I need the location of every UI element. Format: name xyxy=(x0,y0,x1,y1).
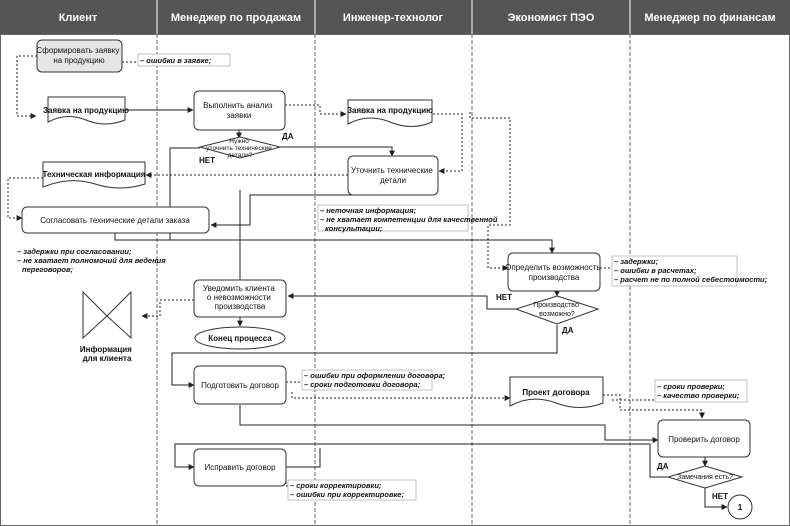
flow-arrow xyxy=(280,146,395,157)
clarify-label: Уточнить технические детали xyxy=(351,166,435,185)
lanes-header xyxy=(0,0,790,34)
flow-arrow xyxy=(141,299,194,319)
note-agree-risks: – задержки при согласовании; – не хватае… xyxy=(17,247,168,274)
request-doc-1-label: Заявка на продукцию xyxy=(43,106,129,115)
end-process-terminator xyxy=(194,326,286,350)
flow-arrow xyxy=(291,392,511,401)
flow-arrow xyxy=(16,55,37,119)
label-yes-1: ДА xyxy=(282,132,294,141)
tech-info-label: Техническая информация xyxy=(43,170,146,179)
check-label: Проверить договор xyxy=(668,435,740,444)
flow-arrow xyxy=(603,394,705,419)
note-fix-risks: – сроки корректировки; – ошибки при корр… xyxy=(290,481,404,499)
note-prepare-risks: – ошибки при оформлении договора; – срок… xyxy=(304,371,447,389)
prepare-label: Подготовить договор xyxy=(201,381,279,390)
remarks-decision xyxy=(666,465,744,489)
lane-title-client: Клиент xyxy=(59,12,98,24)
page-connector-label: 1 xyxy=(738,503,743,512)
label-yes-2: ДА xyxy=(562,326,574,335)
request-doc-2 xyxy=(347,99,433,127)
determine-box xyxy=(507,252,601,292)
need-clarify-decision xyxy=(198,136,282,159)
form-request-box xyxy=(36,39,123,73)
note-connector xyxy=(285,478,288,487)
lane-title-engineer: Инженер-технолог xyxy=(343,12,444,24)
analyze-label: Выполнить анализ заявки xyxy=(203,101,275,120)
note-check-risks: – сроки проверки; – качество проверки; xyxy=(657,382,740,400)
note-errors-request: – ошибки в заявке; xyxy=(140,56,212,65)
client-info-label: Информация для клиента xyxy=(80,345,134,363)
page-connector xyxy=(727,494,753,520)
flow-arrow xyxy=(171,325,558,388)
label-no-2: НЕТ xyxy=(496,293,512,302)
flow-arrow xyxy=(210,194,392,228)
flow-arrow xyxy=(174,443,668,478)
flow-arrow xyxy=(285,104,347,117)
determine-label: Определить возможность производства xyxy=(505,263,603,282)
check-box xyxy=(657,419,751,458)
label-yes-3: ДА xyxy=(657,462,669,471)
request-doc-1 xyxy=(47,96,126,125)
label-no-3: НЕТ xyxy=(712,492,728,501)
flow-arrow xyxy=(114,233,555,254)
remarks-label: Замечания есть? xyxy=(677,474,733,481)
lane-title-finance: Менеджер по финансам xyxy=(644,12,775,24)
possible-decision xyxy=(514,295,600,325)
flow-arrow xyxy=(286,448,321,468)
fix-label: Исправить договор xyxy=(204,463,276,472)
lane-title-economist: Экономист ПЭО xyxy=(508,12,595,24)
analyze-box xyxy=(193,90,286,131)
notify-label: Уведомить клиента о невозможности произв… xyxy=(203,284,277,311)
notify-box xyxy=(193,279,287,318)
flow-arrow xyxy=(7,177,43,221)
possible-label: Производство возможно? xyxy=(533,302,581,318)
flow-arrow xyxy=(287,293,516,310)
form-request-label: Сформировать заявку на продукцию xyxy=(36,46,121,65)
prepare-box xyxy=(193,365,287,405)
flow-arrow xyxy=(433,113,463,174)
flow-arrow xyxy=(704,487,728,510)
fix-box xyxy=(193,448,287,487)
draft-doc xyxy=(509,376,604,408)
end-process-label: Конец процесса xyxy=(208,334,272,343)
flow-arrow xyxy=(469,112,511,271)
client-info-shape xyxy=(82,290,108,340)
flow-arrow xyxy=(239,405,659,443)
lane-title-sales: Менеджер по продажам xyxy=(171,12,301,24)
tech-info-doc xyxy=(42,161,146,189)
label-no-1: НЕТ xyxy=(199,156,215,165)
clarify-box xyxy=(347,155,439,196)
note-clarify-risks: – неточная информация; – не хватает комп… xyxy=(320,206,500,233)
agree-label: Согласовать технические детали заказа xyxy=(40,216,190,225)
agree-box xyxy=(21,206,210,234)
request-doc-2-label: Заявка на продукцию xyxy=(347,106,433,115)
need-clarify-label: Нужно уточнить технические детали? xyxy=(206,138,273,159)
note-determine-risks: – задержки; – ошибки в расчетах; – расче… xyxy=(614,257,768,284)
draft-label: Проект договора xyxy=(522,388,590,397)
